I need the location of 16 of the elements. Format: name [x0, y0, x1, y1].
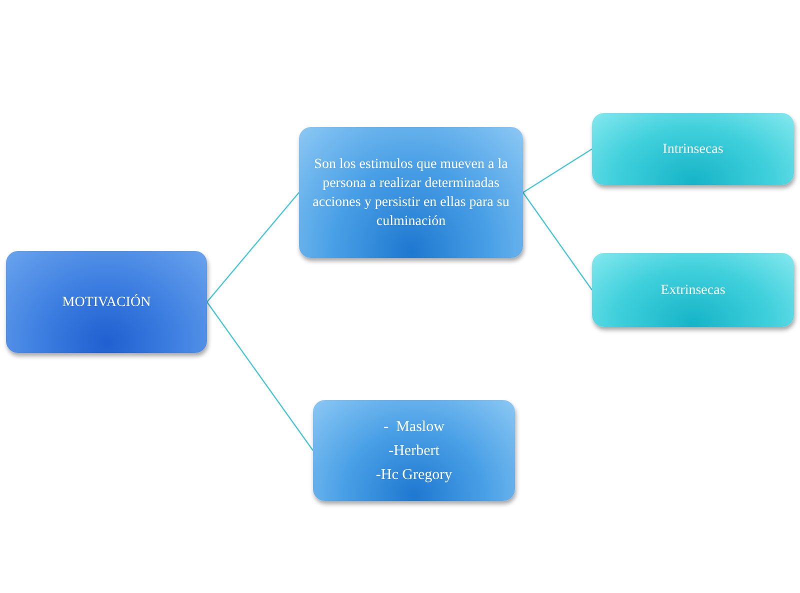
node-text: Extrinsecas	[660, 282, 726, 300]
category-box	[592, 113, 794, 185]
topic-box	[6, 251, 207, 353]
node-text: -Hc Gregory	[376, 466, 452, 484]
connector-line	[206, 302, 314, 451]
author-list-box	[313, 400, 515, 501]
connector-line	[522, 148, 592, 193]
node-text: MOTIVACIÓN	[62, 293, 151, 312]
node-text: - Maslow	[384, 418, 444, 436]
node-text: Intrinsecas	[662, 140, 724, 158]
node-text: Son los estimulos que mueven a la persona a realizar determinadas acciones y persistir en ellas para su culminación	[312, 156, 510, 230]
connector-line	[522, 192, 592, 290]
category-box	[592, 253, 794, 327]
connector-line	[206, 192, 300, 302]
definition-box	[299, 127, 523, 258]
node-text: -Herbert	[388, 442, 440, 460]
